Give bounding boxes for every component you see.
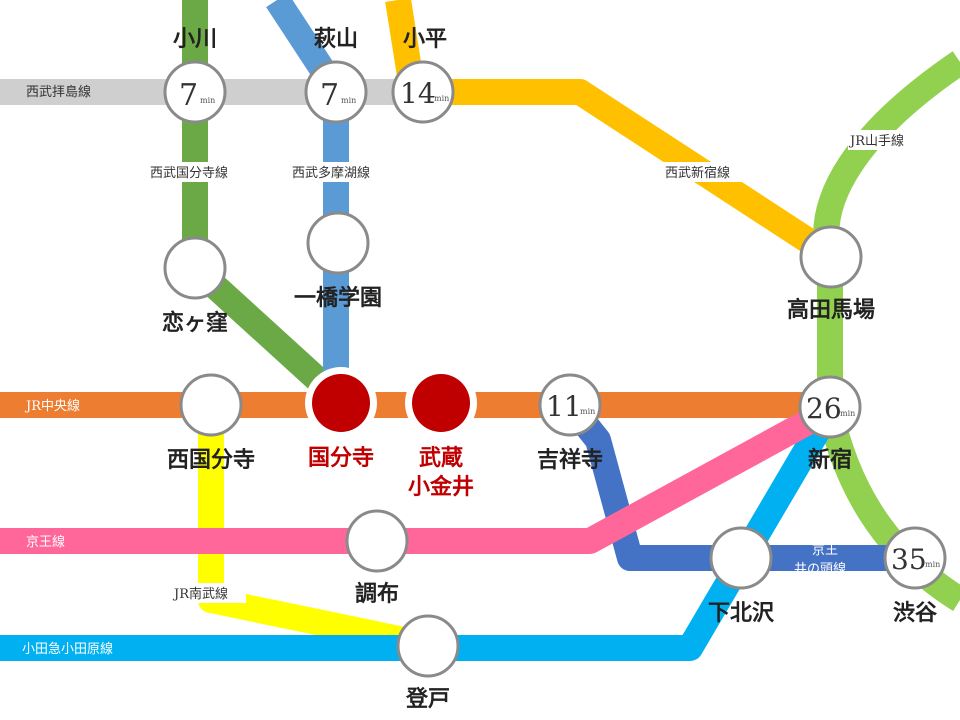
- station-name-ogawa: 小川: [173, 26, 217, 52]
- line-label-seibu-shinjuku: 西武新宿線: [665, 165, 730, 181]
- line-label-bg: [290, 162, 386, 182]
- station-circle-kodaira: [391, 60, 455, 124]
- line-label-bg: [172, 583, 246, 603]
- station-name-musashikoganei-1: 武蔵: [419, 445, 463, 471]
- line-label-odakyu: 小田急小田原線: [22, 641, 113, 657]
- minutes-kichijoji: 11: [546, 390, 582, 423]
- minutes-hagiyama: 7: [320, 78, 339, 113]
- station-marker-musashikoganei: [412, 374, 470, 432]
- station-circle-shibuya: [883, 526, 947, 590]
- minutes-ogawa: 7: [179, 78, 198, 113]
- station-circle-ogawa: [163, 60, 227, 124]
- line-label-jr-nambu: JR南武線: [172, 586, 228, 602]
- line-odakyu: [0, 403, 842, 661]
- station-name-koigakubo: 恋ヶ窪: [162, 310, 228, 336]
- station-circle-shimokitazawa: [709, 526, 773, 590]
- station-circle-noborito: [396, 614, 460, 678]
- minutes-kodaira: 14: [400, 77, 436, 110]
- station-circle-hagiyama: [304, 60, 368, 124]
- min-unit-kichijoji: min: [580, 407, 595, 416]
- min-unit-shibuya: min: [925, 560, 940, 569]
- min-unit-shinjuku: min: [840, 409, 855, 418]
- minutes-shinjuku: 26: [806, 392, 842, 425]
- line-label-keio-inokashira-1: 京王: [812, 543, 838, 558]
- min-unit-kodaira: min: [434, 94, 449, 103]
- minutes-shibuya: 35: [891, 543, 927, 576]
- station-name-takadanobaba: 高田馬場: [787, 297, 875, 323]
- line-label-bg: [148, 162, 242, 182]
- station-name-shibuya: 渋谷: [893, 600, 938, 626]
- line-seibu-shinjuku: [385, 0, 838, 266]
- station-name-nishikokubunji: 西国分寺: [167, 447, 255, 473]
- line-label-bg: [848, 130, 930, 150]
- station-circle-nishikokubunji: [179, 373, 243, 437]
- line-label-seibu-haijima: 西武拝島線: [26, 84, 91, 100]
- station-name-noborito: 登戸: [405, 686, 450, 712]
- line-label-jr-yamanote: JR山手線: [848, 133, 904, 149]
- station-name-kodaira: 小平: [403, 26, 447, 52]
- min-unit-hagiyama: min: [341, 96, 356, 105]
- station-name-musashikoganei-2: 小金井: [408, 474, 474, 500]
- line-label-seibu-kokubunji: 西武国分寺線: [150, 165, 228, 181]
- line-label-jr-chuo: JR中央線: [24, 398, 80, 414]
- line-label-keio: 京王線: [26, 534, 65, 550]
- station-circle-shinjuku: [798, 375, 862, 439]
- station-circle-kichijoji: [538, 373, 602, 437]
- line-label-seibu-tamako: 西武多摩湖線: [292, 165, 370, 181]
- station-name-hagiyama: 萩山: [314, 26, 358, 52]
- station-circle-koigakubo: [163, 236, 227, 300]
- station-marker-kokubunji: [312, 374, 370, 432]
- station-name-shimokitazawa: 下北沢: [708, 600, 775, 626]
- station-name-chofu: 調布: [355, 581, 399, 607]
- station-circle-takadanobaba: [799, 225, 863, 289]
- station-circle-chofu: [345, 509, 409, 573]
- station-name-hitotsubashi: 一橋学園: [294, 285, 382, 311]
- station-name-kokubunji: 国分寺: [308, 445, 374, 471]
- min-unit-ogawa: min: [200, 96, 215, 105]
- station-name-shinjuku: 新宿: [808, 447, 852, 473]
- line-label-bg: [662, 162, 744, 182]
- line-keio: [0, 398, 837, 554]
- station-circle-hitotsubashi: [306, 211, 370, 275]
- line-label-keio-inokashira-2: 井の頭線: [794, 561, 846, 577]
- station-name-kichijoji: 吉祥寺: [537, 447, 603, 473]
